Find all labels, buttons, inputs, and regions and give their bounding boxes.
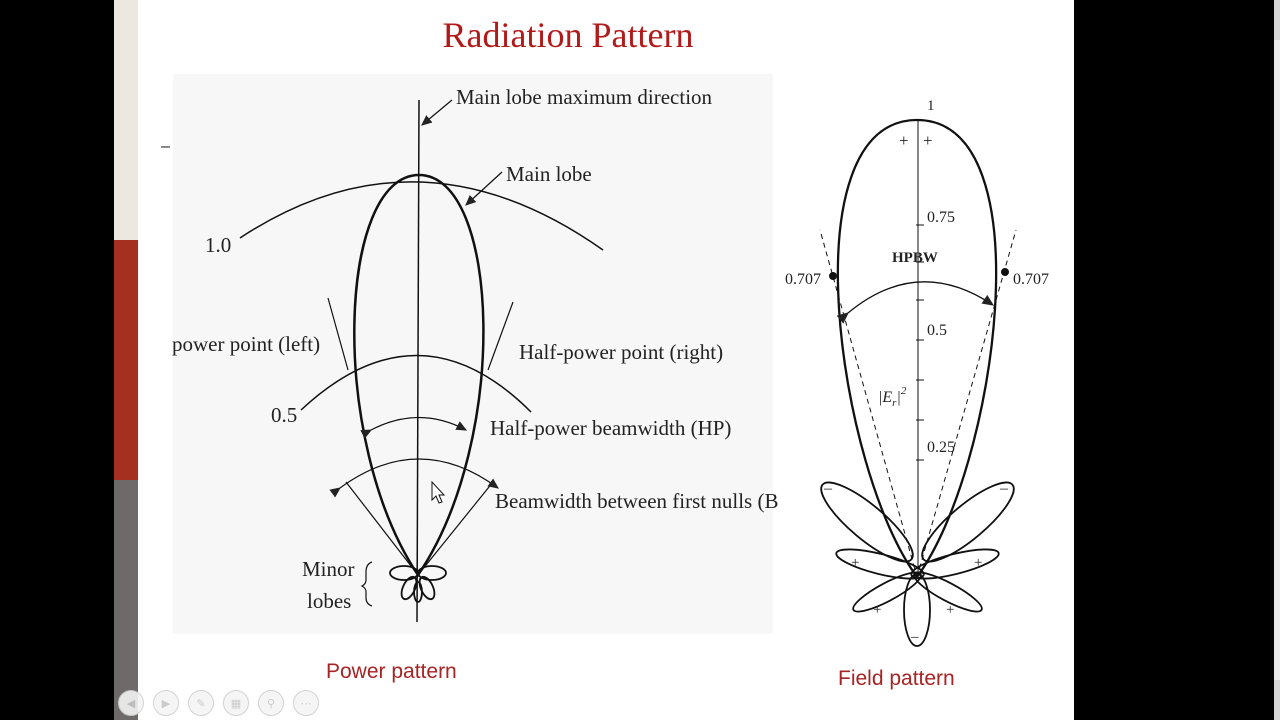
field-sign-plus-2: + — [923, 131, 933, 150]
more-icon[interactable]: ⋯ — [293, 690, 319, 716]
field-label-er-sub: r — [892, 397, 897, 409]
zoom-icon[interactable]: ⚲ — [258, 690, 284, 716]
slides-icon[interactable]: ▦ — [223, 690, 249, 716]
field-sign-plus-mid-left: + — [851, 555, 859, 571]
label-minor: Minor — [302, 557, 355, 581]
field-label-0707-right: 0.707 — [1013, 271, 1049, 288]
arc-level-1 — [239, 181, 604, 251]
caption-field-pattern: Field pattern — [838, 667, 955, 690]
minor-lobes-brace — [360, 561, 373, 607]
caption-power-pattern: Power pattern — [326, 660, 457, 683]
field-sign-plus-low-left: + — [873, 602, 881, 618]
minor-lobes — [389, 565, 447, 603]
arrow-main-lobe — [465, 171, 503, 206]
half-power-dot-left — [829, 272, 837, 280]
slide: Radiation Pattern – — [138, 0, 1074, 720]
dashed-line-left — [819, 229, 918, 578]
field-sign-plus-1: + — [899, 131, 909, 150]
field-label-max: 1 — [927, 98, 935, 114]
pen-icon[interactable]: ✎ — [188, 690, 214, 716]
label-main-lobe: Main lobe — [506, 162, 592, 186]
slide-dash: – — [161, 138, 170, 155]
field-label-hpbw: HPBW — [892, 250, 938, 266]
half-power-dot-right — [1001, 268, 1009, 276]
label-half-power-left: power point (left) — [172, 332, 320, 356]
label-level-half: 0.5 — [271, 403, 297, 427]
label-lobes: lobes — [307, 589, 351, 613]
previous-icon[interactable]: ◀ — [118, 690, 144, 716]
field-pattern-labels: 1 0.75 0.707 0.707 HPBW 0.5 |Er|2 0.25 +… — [785, 98, 1049, 645]
mouse-cursor-icon — [431, 480, 446, 504]
field-sign-plus-mid-right: + — [974, 555, 982, 571]
next-icon[interactable]: ▶ — [153, 690, 179, 716]
label-hp-beamwidth: Half-power beamwidth (HP) — [490, 416, 731, 440]
slide-title: Radiation Pattern — [442, 15, 694, 55]
slideshow-toolbar: ◀ ▶ ✎ ▦ ⚲ ⋯ — [118, 690, 319, 716]
hpbw-arc — [836, 281, 995, 324]
label-level-1: 1.0 — [205, 233, 231, 257]
field-ticks — [916, 224, 924, 461]
main-axis — [416, 99, 420, 623]
half-power-tick-right — [487, 301, 514, 371]
field-label-er: |Er|2 — [878, 385, 907, 409]
field-label-025: 0.25 — [927, 439, 955, 456]
field-label-er-main: |E — [878, 389, 892, 406]
sidebar-strip-top — [114, 0, 138, 240]
null-line-left — [345, 481, 419, 576]
power-pattern-diagram — [239, 99, 604, 623]
power-pattern-labels: Main lobe maximum direction Main lobe 1.… — [172, 85, 778, 613]
field-sign-minus-bottom: – — [910, 629, 919, 645]
label-main-lobe-max-direction: Main lobe maximum direction — [456, 85, 713, 109]
label-first-nulls: Beamwidth between first nulls (B — [495, 489, 778, 513]
field-sign-plus-low-right: + — [946, 602, 954, 618]
field-label-075: 0.75 — [927, 209, 955, 226]
field-label-0707-left: 0.707 — [785, 271, 821, 288]
sidebar-strip-middle — [114, 240, 138, 480]
scrollbar-thumb[interactable] — [1274, 40, 1280, 680]
first-null-arc — [329, 458, 499, 498]
field-side-lobes — [820, 481, 1015, 647]
arrow-main-lobe-direction — [421, 99, 453, 126]
field-pattern-diagram — [819, 118, 1017, 647]
field-main-lobe — [836, 118, 998, 579]
dashed-line-right — [916, 229, 1017, 578]
hp-beamwidth-arc — [360, 417, 468, 439]
power-pattern-panel — [173, 74, 773, 634]
field-sign-minus-top-right: – — [999, 480, 1009, 497]
field-sign-minus-top-left: – — [823, 480, 833, 497]
label-half-power-right: Half-power point (right) — [519, 340, 723, 364]
field-label-er-bar: | — [896, 389, 900, 406]
main-lobe — [353, 173, 485, 578]
radiation-pattern-diagram: Main lobe maximum direction Main lobe 1.… — [172, 85, 1049, 647]
sidebar-strip-bottom — [114, 480, 138, 720]
field-label-er-exp: 2 — [901, 385, 907, 397]
arc-level-half — [300, 354, 532, 413]
field-label-05: 0.5 — [927, 322, 947, 339]
half-power-tick-left — [327, 297, 349, 371]
